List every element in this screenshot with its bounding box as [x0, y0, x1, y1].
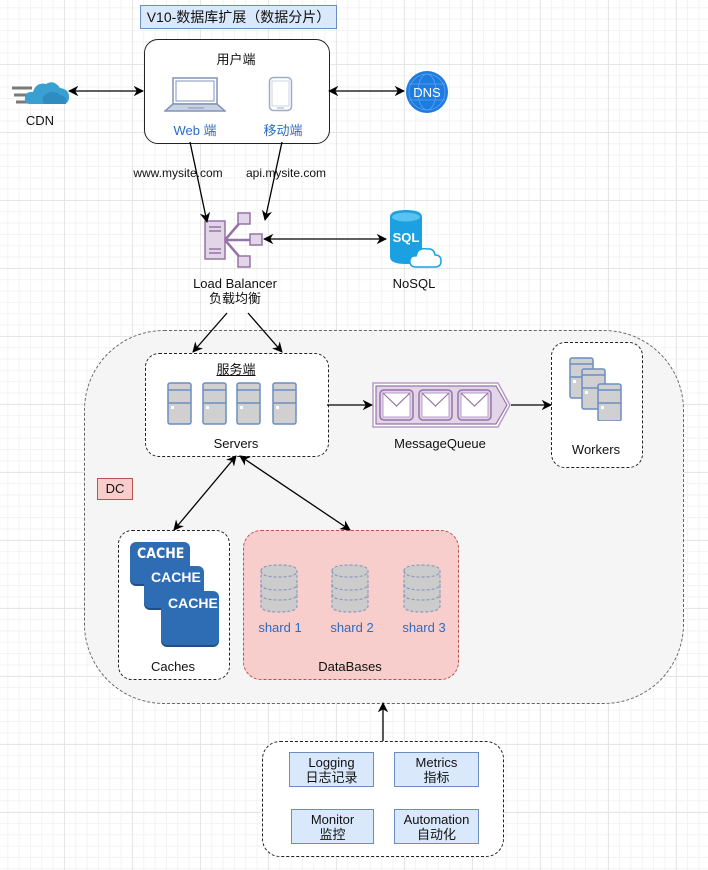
web-client-label: Web 端: [173, 123, 217, 138]
cache-text-3: CACHE: [168, 595, 218, 611]
servers-heading: 服务端: [216, 362, 256, 377]
dns-globe-icon[interactable]: DNS: [405, 70, 449, 114]
databases-label: DataBases: [318, 659, 382, 674]
nosql-database-icon[interactable]: SQL: [386, 209, 442, 271]
worker-server-icon: [597, 383, 622, 421]
api-domain-label: api.mysite.com: [245, 166, 327, 180]
logging-label-en: Logging: [308, 754, 355, 770]
mobile-icon: [268, 76, 293, 112]
worker-servers-icon: [569, 357, 622, 421]
message-queue-icon[interactable]: [370, 380, 516, 430]
shard-3-label: shard 3: [402, 620, 446, 635]
diagram-title: V10-数据库扩展（数据分片）: [140, 5, 337, 29]
cdn-label: CDN: [25, 113, 55, 128]
server-icon: [272, 382, 297, 425]
servers-label: Servers: [213, 436, 259, 451]
cache-block-3: [161, 591, 219, 645]
monitor-box[interactable]: Monitor 监控: [291, 809, 374, 844]
metrics-label-zh: 指标: [423, 769, 450, 785]
sql-icon-text: SQL: [393, 230, 420, 245]
envelope-icon: [418, 389, 453, 421]
automation-label-zh: 自动化: [416, 826, 456, 842]
load-balancer-label: Load Balancer 负载均衡: [180, 276, 290, 306]
automation-label-en: Automation: [403, 811, 470, 827]
cache-text-2: CACHE: [151, 569, 201, 585]
metrics-label-en: Metrics: [415, 754, 458, 770]
cdn-cloud-icon[interactable]: [10, 76, 72, 108]
dns-label: DNS: [413, 85, 441, 100]
automation-box[interactable]: Automation 自动化: [394, 809, 479, 844]
metrics-box[interactable]: Metrics 指标: [394, 752, 479, 787]
load-balancer-label-zh: 负载均衡: [208, 291, 261, 306]
server-icon: [236, 382, 261, 425]
shard-1-label: shard 1: [258, 620, 302, 635]
monitor-label-zh: 监控: [319, 826, 346, 842]
logging-box[interactable]: Logging 日志记录: [289, 752, 374, 787]
laptop-icon: [164, 77, 226, 112]
mobile-client-label: 移动端: [263, 123, 303, 138]
server-icon: [167, 382, 192, 425]
envelope-icon: [379, 389, 414, 421]
shard-db-icon: [260, 564, 298, 613]
api-lb-connector: [261, 141, 283, 222]
shard-2-label: shard 2: [330, 620, 374, 635]
monitor-label-en: Monitor: [310, 811, 355, 827]
nosql-label: NoSQL: [392, 276, 436, 291]
shard-db-icon: [403, 564, 441, 613]
shard-db-icon: [331, 564, 369, 613]
web-domain-label: www.mysite.com: [133, 166, 223, 180]
message-queue-label: MessageQueue: [394, 436, 486, 451]
web-lb-connector: [189, 141, 211, 224]
cache-text-1: CACHE: [137, 546, 185, 562]
workers-label: Workers: [571, 442, 621, 457]
dc-tag: DC: [97, 478, 133, 500]
caches-label: Caches: [150, 659, 196, 674]
server-rack-icons: [167, 382, 297, 425]
load-balancer-icon[interactable]: [203, 211, 267, 269]
load-balancer-label-en: Load Balancer: [193, 276, 277, 291]
server-icon: [202, 382, 227, 425]
client-heading: 用户端: [216, 52, 256, 67]
shard-db-icons: [260, 564, 441, 613]
envelope-icon: [457, 389, 492, 421]
logging-label-zh: 日志记录: [305, 769, 358, 785]
